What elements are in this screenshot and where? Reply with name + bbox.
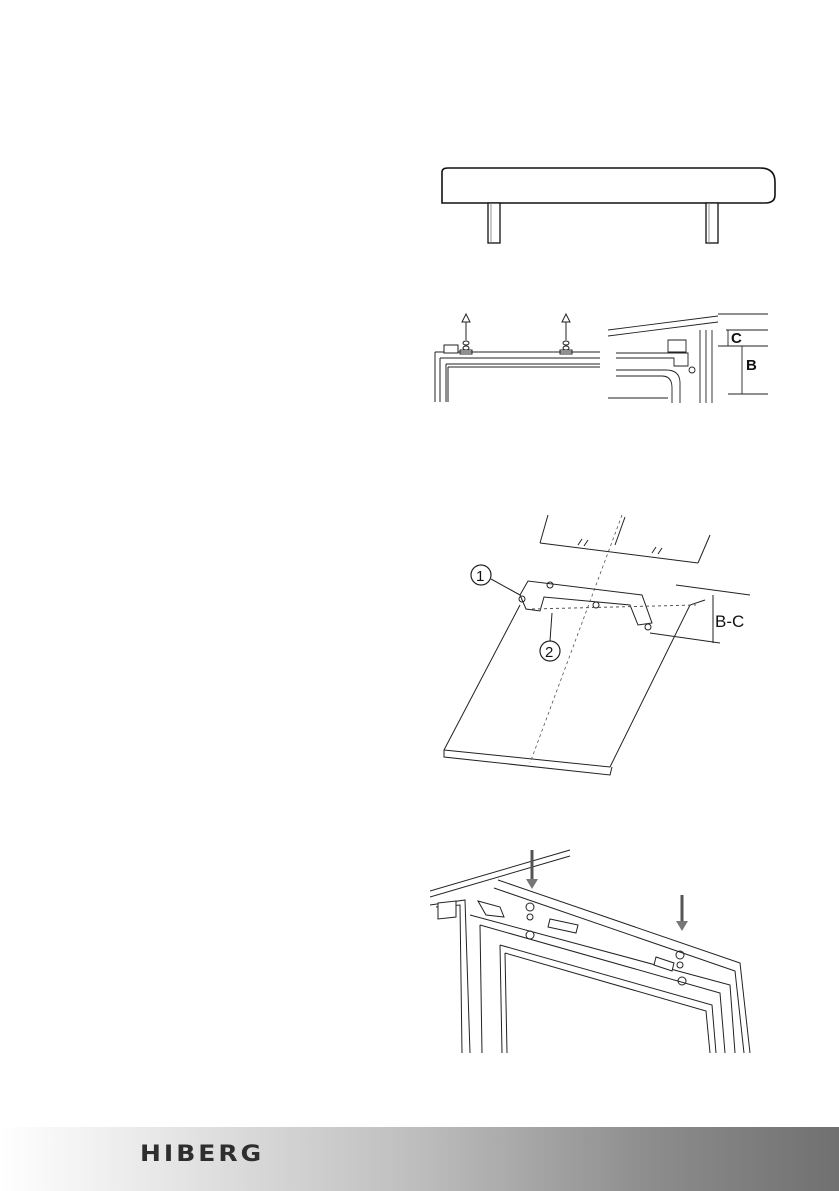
brand-logo: HIBERG <box>140 1141 264 1167</box>
page-footer: HIBERG <box>0 1127 839 1191</box>
door-installation-illustration <box>430 845 770 1053</box>
door-top-illustration <box>430 310 600 402</box>
dimension-bc-label: B-C <box>715 612 744 631</box>
dimension-b-label: B <box>746 357 757 374</box>
callout-1-label: 1 <box>476 568 484 585</box>
door-panel-illustration: 1 2 B-C <box>440 505 770 785</box>
hinge-detail-illustration: C B <box>608 308 768 405</box>
callout-2-label: 2 <box>545 644 553 661</box>
dimension-c-label: C <box>731 330 742 347</box>
bracket-illustration <box>430 160 780 260</box>
